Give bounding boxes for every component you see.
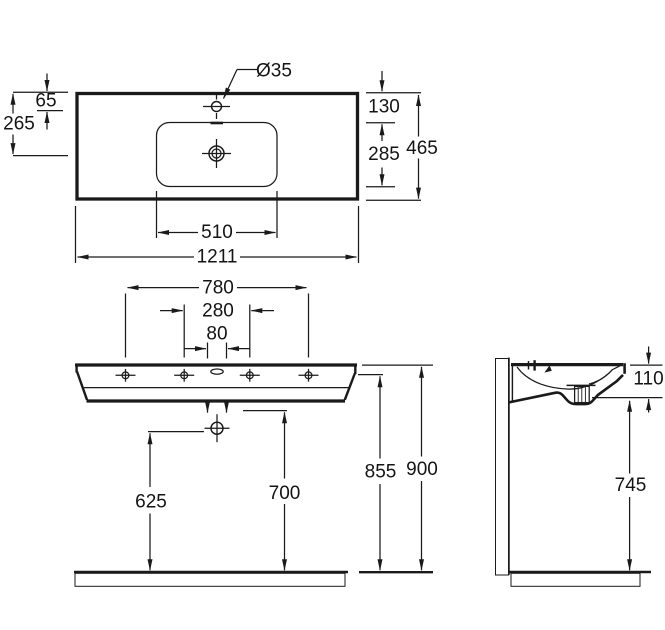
wall-hatch	[495, 358, 509, 576]
dim-label-745: 745	[615, 475, 647, 496]
front-view: 780 280 80 625 700	[74, 277, 438, 587]
dim-label-110: 110	[633, 368, 663, 389]
dim-label-900: 900	[406, 459, 438, 480]
overflow-hole-symbol	[210, 368, 224, 375]
dim-285: 285	[366, 144, 400, 188]
dim-265: 265	[3, 93, 68, 157]
tap-hole-underside-marks	[205, 401, 229, 414]
dim-label-1211: 1211	[197, 247, 238, 268]
dim-625: 625	[135, 430, 204, 571]
fixing-hole-4	[298, 368, 319, 382]
dim-label-465: 465	[406, 138, 438, 159]
drain-outlet-symbol	[204, 414, 230, 443]
floor-line-front	[74, 570, 348, 587]
dim-510: 510	[155, 191, 278, 243]
leader-line	[222, 69, 238, 99]
dim-label-510: 510	[201, 222, 233, 243]
dim-110: 110	[592, 346, 664, 413]
dim-65: 65	[13, 73, 68, 130]
dim-465: 465	[366, 94, 438, 201]
top-view: Ø35 65 265 130 285	[3, 61, 438, 268]
dim-label-625: 625	[135, 492, 167, 513]
bowl-inner-curve	[588, 369, 613, 385]
drain-trap-section	[566, 384, 596, 404]
drain-symbol	[202, 139, 231, 168]
overflow-mark	[544, 365, 552, 373]
fixing-hole-2	[174, 368, 195, 382]
faucet-hole-symbol	[203, 93, 230, 119]
dim-780: 780	[124, 277, 310, 358]
dim-label-130: 130	[368, 97, 400, 118]
dim-1211: 1211	[74, 206, 360, 268]
dim-130: 130	[366, 71, 421, 141]
floor-hatch-front	[74, 572, 346, 587]
dim-faucet-diameter: Ø35	[222, 61, 292, 99]
dim-label-65: 65	[35, 91, 56, 112]
dim-label-855: 855	[365, 461, 397, 482]
dim-label-80: 80	[206, 323, 227, 344]
floor-line-side	[509, 570, 651, 587]
basin-front-outline	[75, 363, 357, 403]
fixing-hole-symbols	[115, 368, 319, 382]
dim-855: 855	[358, 373, 397, 571]
fixing-hole-3	[239, 368, 260, 382]
dim-745: 745	[615, 400, 647, 571]
dim-900: 900	[362, 364, 438, 571]
basin-side-section	[508, 360, 626, 406]
dim-label-285: 285	[368, 144, 400, 165]
vanity-top-outline	[75, 91, 360, 201]
dim-700: 700	[243, 409, 301, 571]
wall-section	[495, 357, 510, 576]
floor-hatch-side	[510, 572, 641, 587]
fixing-hole-1	[115, 368, 136, 382]
dim-80: 80	[184, 323, 250, 359]
dim-label-780: 780	[202, 277, 234, 298]
dim-label-faucet-diameter: Ø35	[256, 61, 292, 82]
dim-label-700: 700	[269, 483, 301, 504]
dim-label-265: 265	[3, 114, 35, 135]
side-view: 110 745	[495, 346, 664, 587]
basin-underside-profile	[508, 373, 624, 406]
dim-label-280: 280	[202, 301, 234, 322]
